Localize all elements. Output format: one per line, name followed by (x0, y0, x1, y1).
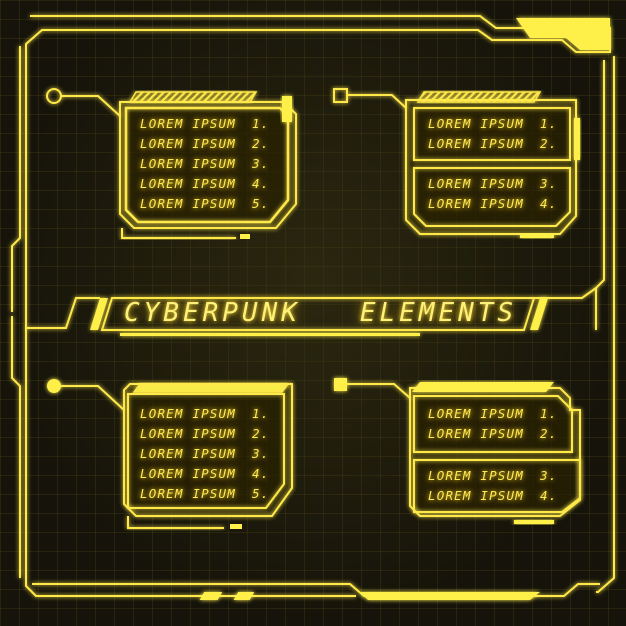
list-item-label: LOREM IPSUM (140, 196, 236, 211)
panel-bottom-right (409, 382, 581, 524)
list-item-label: LOREM IPSUM (140, 116, 236, 131)
title-bar-accent-left (90, 298, 108, 330)
list-item-label: LOREM IPSUM (428, 116, 524, 131)
list-item-label: LOREM IPSUM (428, 196, 524, 211)
list-item: LOREM IPSUM 2. (428, 426, 557, 441)
list-item-label: LOREM IPSUM (428, 136, 524, 151)
title-bar-underline (120, 333, 420, 336)
list-item-number: 4. (539, 196, 558, 211)
connector-top-left (61, 95, 121, 117)
list-item-number: 3. (539, 468, 558, 483)
panel-bottom-left (123, 383, 293, 529)
list-item-number: 5. (251, 196, 270, 211)
frame-accent-top-right (516, 18, 610, 50)
list-item: LOREM IPSUM 3. (140, 156, 269, 171)
list-item-number: 1. (251, 406, 270, 421)
outer-frame-left-inner (11, 46, 21, 312)
circle-node-icon (47, 379, 61, 393)
list-item-label: LOREM IPSUM (140, 156, 236, 171)
list-item-number: 2. (539, 136, 558, 151)
list-item: LOREM IPSUM 2. (428, 136, 557, 151)
list-item-label: LOREM IPSUM (428, 406, 524, 421)
list-item-label: LOREM IPSUM (140, 486, 236, 501)
frame-accent-bottom-dash-1 (199, 592, 223, 600)
panel-top-left (119, 91, 297, 239)
list-item: LOREM IPSUM 3. (428, 176, 557, 191)
circle-node-icon (46, 88, 62, 104)
list-item: LOREM IPSUM 3. (140, 446, 269, 461)
list-item-label: LOREM IPSUM (140, 406, 236, 421)
title-connector-left (26, 297, 100, 329)
title-bar-outline (100, 297, 536, 331)
list-item-number: 1. (539, 116, 558, 131)
list-item-number: 2. (251, 136, 270, 151)
title-connector-right (532, 287, 597, 299)
list-item: LOREM IPSUM 1. (428, 116, 557, 131)
list-item-label: LOREM IPSUM (428, 488, 524, 503)
list-item-label: LOREM IPSUM (140, 466, 236, 481)
list-item-number: 4. (251, 466, 270, 481)
list-item-label: LOREM IPSUM (140, 136, 236, 151)
list-item-number: 2. (251, 426, 270, 441)
list-item: LOREM IPSUM 2. (140, 426, 269, 441)
list-item-label: LOREM IPSUM (140, 426, 236, 441)
list-item: LOREM IPSUM 1. (428, 406, 557, 421)
list-item-number: 4. (539, 488, 558, 503)
list-item: LOREM IPSUM 2. (140, 136, 269, 151)
outer-frame-right (596, 56, 615, 593)
list-item-number: 2. (539, 426, 558, 441)
list-item: LOREM IPSUM 4. (140, 466, 269, 481)
list-item-label: LOREM IPSUM (428, 468, 524, 483)
outer-frame-left-lower (25, 312, 356, 597)
list-item: LOREM IPSUM 5. (140, 196, 269, 211)
connector-top-right (347, 94, 407, 109)
title-bar-accent-right (530, 298, 548, 330)
frame-accent-bottom-dash-2 (233, 592, 255, 600)
list-item-label: LOREM IPSUM (428, 426, 524, 441)
list-item: LOREM IPSUM 1. (140, 406, 269, 421)
list-item: LOREM IPSUM 4. (428, 196, 557, 211)
list-item: LOREM IPSUM 1. (140, 116, 269, 131)
list-item-number: 1. (251, 116, 270, 131)
list-item-number: 4. (251, 176, 270, 191)
list-item: LOREM IPSUM 4. (140, 176, 269, 191)
connector-bottom-right (347, 383, 411, 399)
list-item-number: 1. (539, 406, 558, 421)
list-item-label: LOREM IPSUM (140, 446, 236, 461)
list-item-number: 3. (251, 446, 270, 461)
list-item-label: LOREM IPSUM (428, 176, 524, 191)
list-item: LOREM IPSUM 3. (428, 468, 557, 483)
outer-frame-top-left (25, 15, 611, 312)
square-node-icon (334, 378, 347, 391)
panel-top-right (405, 91, 580, 238)
square-node-icon (333, 88, 348, 103)
frame-accent-bottom (360, 592, 540, 600)
list-item-number: 3. (539, 176, 558, 191)
list-item-number: 5. (251, 486, 270, 501)
page-title: CYBERPUNK ELEMENTS (124, 298, 518, 328)
list-item-number: 3. (251, 156, 270, 171)
connector-bottom-left (61, 385, 125, 411)
list-item-label: LOREM IPSUM (140, 176, 236, 191)
outer-frame-right-inner (595, 60, 605, 330)
outer-frame-left-lower-inner (11, 316, 21, 578)
list-item: LOREM IPSUM 5. (140, 486, 269, 501)
list-item: LOREM IPSUM 4. (428, 488, 557, 503)
